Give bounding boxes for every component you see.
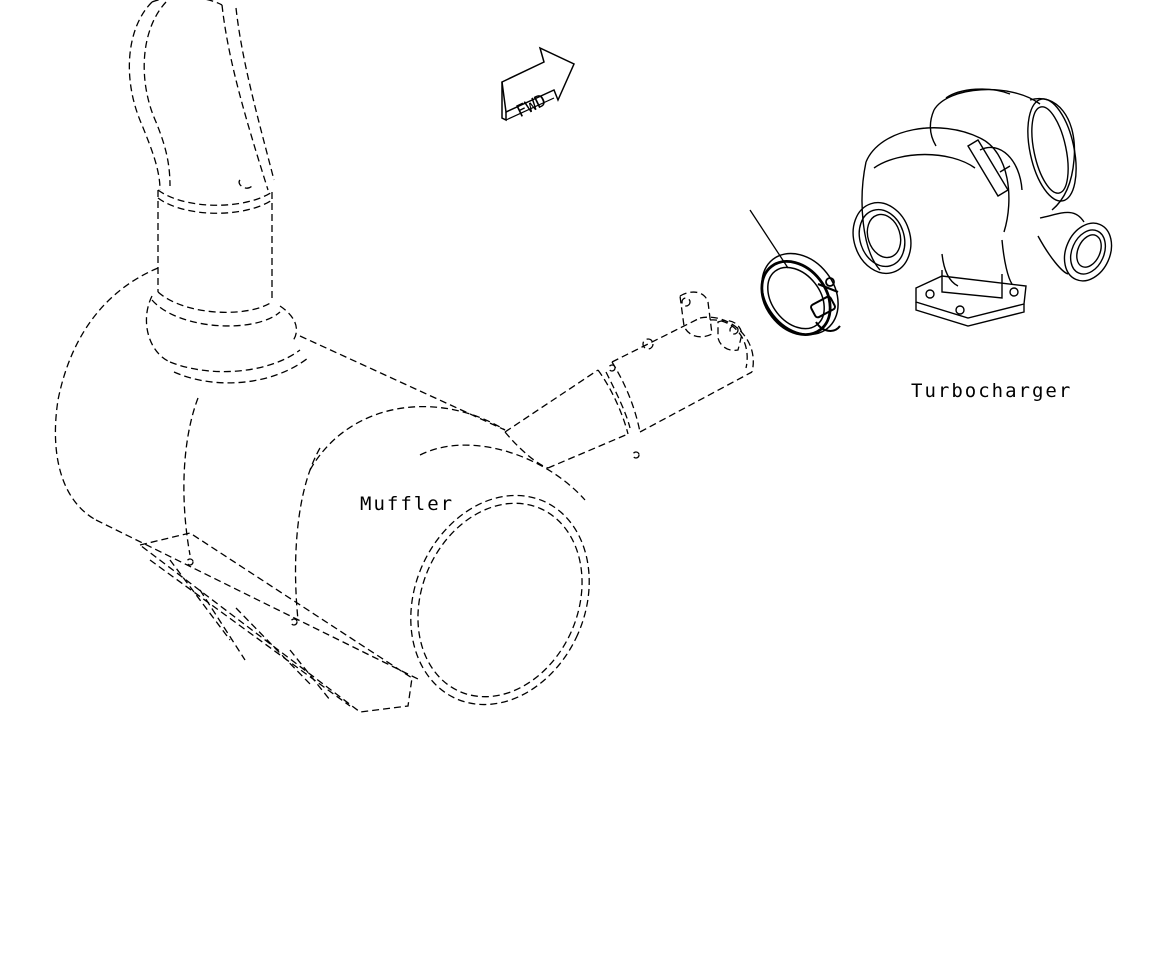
- muffler-assembly: [54, 0, 754, 713]
- turbocharger: [852, 88, 1113, 327]
- muffler-outlet-pipe: [504, 291, 754, 469]
- exhaust-stack: [128, 0, 309, 384]
- muffler-body: [54, 267, 590, 706]
- callout-leader-line: [749, 209, 789, 269]
- muffler-bracket: [138, 532, 413, 713]
- forward-direction-arrow: FWD: [501, 46, 575, 122]
- turbocharger-label: Turbocharger: [911, 380, 1073, 402]
- muffler-label: Muffler: [360, 493, 455, 515]
- v-band-clamp: [749, 209, 841, 336]
